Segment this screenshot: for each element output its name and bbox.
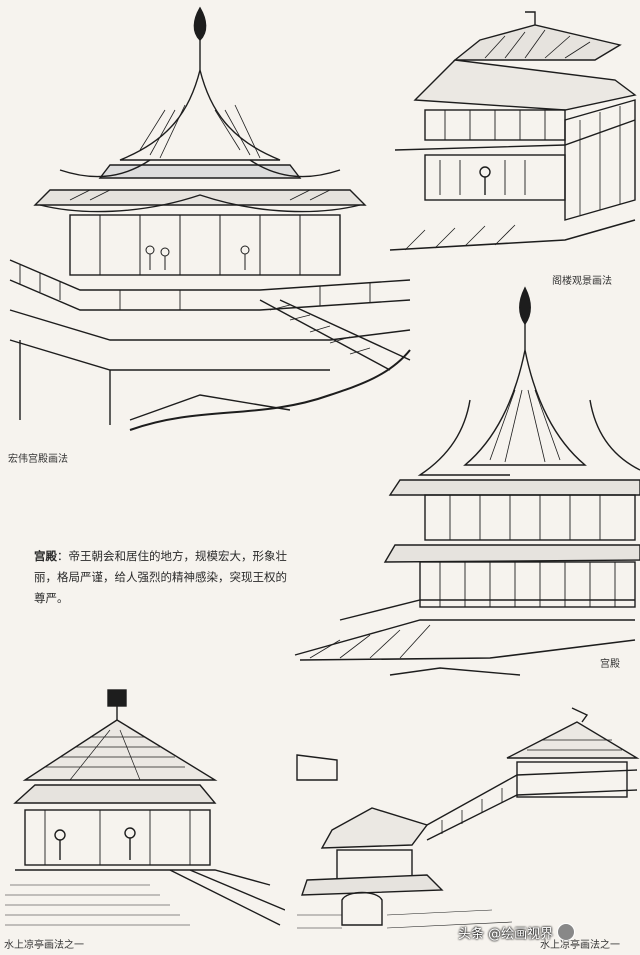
pavilion-view-drawing (385, 0, 640, 270)
watermark-text: 头条 @绘画视界 (458, 926, 554, 942)
description-text: ：帝王朝会和居住的地方，规模宏大，形象壮丽，格局严谨，给人强烈的精神感染，突现王… (34, 549, 287, 605)
palace-drawing (290, 280, 640, 700)
caption-water-pavilion-2: 水上凉亭画法之一 (540, 940, 620, 951)
caption-palace: 宫殿 (600, 659, 620, 670)
caption-pavilion-view: 阁楼观景画法 (552, 276, 612, 287)
watermark-icon (557, 923, 576, 941)
grand-palace-drawing (0, 0, 420, 440)
caption-palace-grand: 宏伟宫殿画法 (8, 454, 68, 465)
water-pavilion-drawing-2 (292, 700, 640, 940)
description-term: 宫殿 (34, 549, 57, 563)
watermark: 头条 @绘画视界 (458, 919, 576, 945)
water-pavilion-drawing-1 (0, 685, 285, 935)
caption-water-pavilion-1: 水上凉亭画法之一 (4, 940, 84, 951)
palace-description: 宫殿：帝王朝会和居住的地方，规模宏大，形象壮丽，格局严谨，给人强烈的精神感染，突… (34, 546, 296, 609)
